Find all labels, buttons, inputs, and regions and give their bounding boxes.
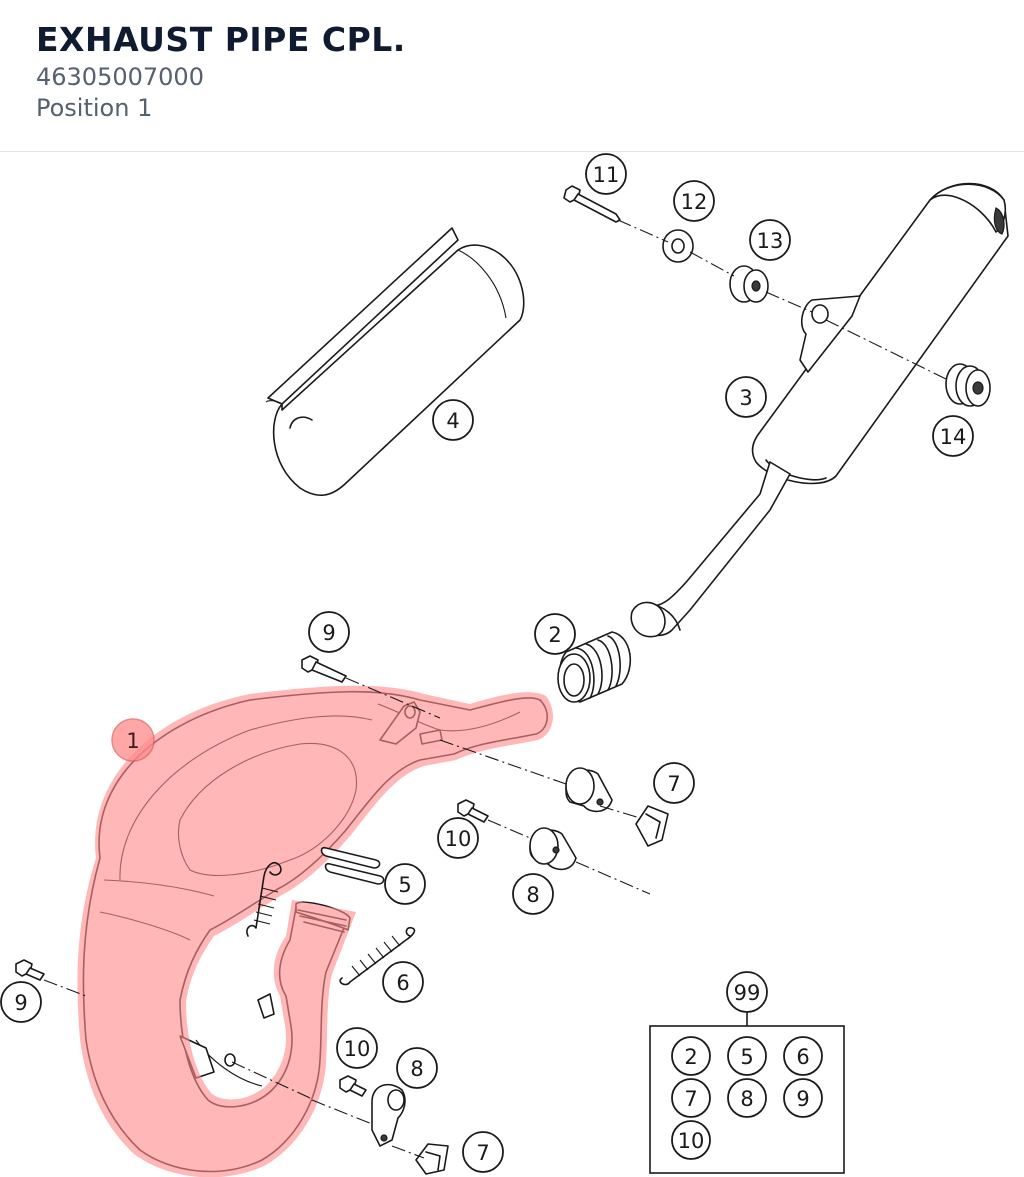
svg-text:4: 4 [446,409,459,433]
svg-text:10: 10 [678,1129,705,1153]
part-6-spring[interactable] [339,926,416,986]
svg-text:6: 6 [796,1045,809,1069]
callout-9-lower[interactable]: 9 [0,981,42,1023]
kit-item[interactable]: 5 [727,1036,767,1076]
svg-text:5: 5 [740,1045,753,1069]
part-11-bolt[interactable] [563,185,621,223]
part-3-silencer[interactable] [630,182,1009,638]
callout-99[interactable]: 99 [726,971,768,1013]
part-13-rubber-bushing[interactable] [729,265,769,303]
kit-item[interactable]: 2 [671,1036,711,1076]
svg-text:9: 9 [14,991,27,1015]
position-label: Position 1 [36,94,153,122]
part-7-clip-upper[interactable] [635,805,669,847]
callout-14[interactable]: 14 [932,415,974,457]
part-2-exhaust-seal[interactable] [557,631,631,703]
part-10-bolt-upper[interactable] [457,799,489,823]
callout-1[interactable]: 1 [111,718,155,762]
part-8-rubber-mount-mid[interactable] [529,827,577,871]
svg-text:5: 5 [398,873,411,897]
part-12-washer[interactable] [662,229,694,263]
callout-8-upper[interactable]: 8 [512,873,554,915]
page-title: EXHAUST PIPE CPL. [36,20,406,59]
svg-text:99: 99 [734,981,761,1005]
callout-7-lower[interactable]: 7 [462,1131,504,1173]
part-9-bolt-lower[interactable] [15,959,45,981]
callout-10-lower[interactable]: 10 [336,1027,378,1069]
kit-item[interactable]: 10 [671,1120,711,1160]
svg-text:10: 10 [344,1037,371,1061]
svg-text:3: 3 [739,386,752,410]
kit-item[interactable]: 9 [783,1078,823,1118]
part-5-spring[interactable] [246,846,385,937]
kit-item[interactable]: 8 [727,1078,767,1118]
part-8-rubber-mount-lower[interactable] [371,1083,406,1147]
svg-text:9: 9 [796,1087,809,1111]
svg-text:6: 6 [396,971,409,995]
svg-text:8: 8 [526,883,539,907]
svg-text:1: 1 [126,729,139,753]
callout-3[interactable]: 3 [725,376,767,418]
callout-5[interactable]: 5 [384,863,426,905]
svg-text:2: 2 [684,1045,697,1069]
part-7-clip-lower[interactable] [415,1143,449,1175]
callout-10-upper[interactable]: 10 [437,817,479,859]
page-header: EXHAUST PIPE CPL. 46305007000 Position 1 [0,0,1024,152]
svg-text:8: 8 [740,1087,753,1111]
callout-13[interactable]: 13 [749,219,791,261]
part-number: 46305007000 [36,63,204,91]
kit-item[interactable]: 7 [671,1078,711,1118]
part-1-highlight [77,685,553,1177]
svg-text:10: 10 [445,827,472,851]
svg-text:12: 12 [681,190,708,214]
callout-7-upper[interactable]: 7 [653,762,695,804]
svg-text:14: 14 [940,425,967,449]
callout-2[interactable]: 2 [534,613,576,655]
svg-text:8: 8 [410,1057,423,1081]
svg-text:2: 2 [548,623,561,647]
part-10-bolt-lower[interactable] [339,1075,367,1097]
part-9-bolt-upper[interactable] [301,655,347,683]
callout-9-upper[interactable]: 9 [308,611,350,653]
svg-text:13: 13 [757,229,784,253]
callout-8-lower[interactable]: 8 [396,1047,438,1089]
part-4-heat-shield[interactable] [265,227,525,496]
kit-item[interactable]: 6 [783,1036,823,1076]
svg-text:11: 11 [593,163,620,187]
svg-text:9: 9 [322,621,335,645]
callout-4[interactable]: 4 [432,399,474,441]
callout-11[interactable]: 11 [585,153,627,195]
part-8-rubber-mount-upper[interactable] [565,767,613,813]
callout-6[interactable]: 6 [382,961,424,1003]
part-14-rubber-bushing[interactable] [945,363,991,407]
svg-text:7: 7 [476,1141,489,1165]
svg-text:7: 7 [684,1087,697,1111]
callout-12[interactable]: 12 [673,180,715,222]
svg-text:7: 7 [667,772,680,796]
